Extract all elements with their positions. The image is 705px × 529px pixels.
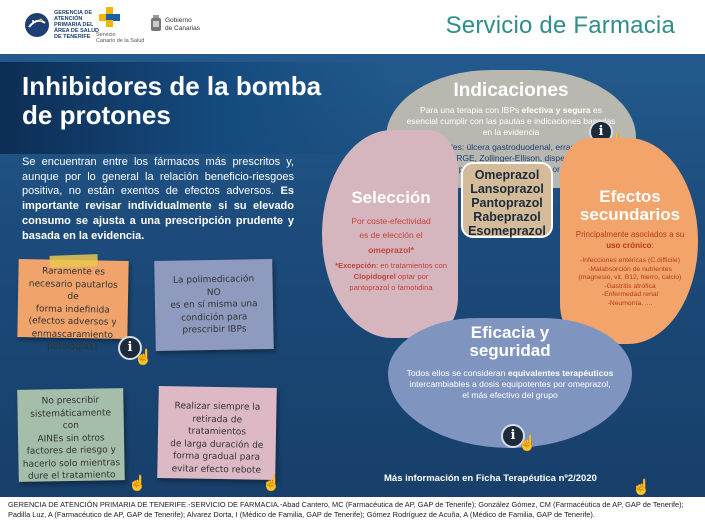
efectos-item: -Malabsorción de nutrientes	[588, 265, 672, 273]
efectos-intro-b: :	[651, 240, 654, 250]
scs-cross-icon	[99, 6, 120, 27]
pointing-hand-icon: ☝	[262, 475, 281, 492]
efectos-item: -Gastritis atrófica	[604, 282, 656, 290]
indicaciones-text-bold: efectiva y segura	[521, 105, 591, 115]
efectos-title-line: secundarios	[579, 205, 681, 224]
logo1-line: ÁREA DE SALUD	[54, 28, 100, 34]
exception-label: *Excepción	[335, 261, 377, 270]
header: GERENCIA DE ATENCIÓN PRIMARIA DEL ÁREA D…	[0, 0, 705, 54]
note-line: (efectos adversos y	[28, 316, 117, 328]
gerencia-logo: GERENCIA DE ATENCIÓN PRIMARIA DEL ÁREA D…	[24, 8, 99, 42]
title-line: Inhibidores de la bomba	[22, 71, 322, 101]
gerencia-emblem-icon	[25, 13, 49, 37]
scs-logo: Servicio Canario de la Salud	[96, 6, 145, 44]
segment-seleccion: Selección Por coste-efectividad es de el…	[322, 130, 458, 338]
drug-name: Esomeprazol	[468, 224, 546, 238]
pointing-hand-icon: ☝	[134, 349, 153, 366]
efectos-item: (magnesio, vit. B12, hierro, calcio)	[578, 274, 682, 282]
eficacia-text: Todos ellos se consideran equivalentes t…	[406, 368, 614, 401]
pointing-hand-icon: ☝	[128, 475, 147, 492]
exception-text-a: : en tratamientos con	[376, 261, 447, 270]
intro-text: Se encuentran entre los fármacos más pre…	[22, 156, 294, 198]
logo1-line: PRIMARIA DEL	[54, 22, 94, 28]
note-line: evitar efecto rebote	[171, 463, 262, 476]
note-line: patologías)	[46, 341, 98, 353]
more-info-link[interactable]: Más información en Ficha Terapéutica nº2…	[384, 473, 597, 484]
efectos-intro: Principalmente asociados a su uso crónic…	[568, 230, 692, 251]
info-icon[interactable]: i	[501, 424, 525, 448]
intro-bold-text: Es importante revisar individualmente si…	[22, 185, 294, 242]
efectos-item: -Infecciones entéricas (C.difficile)	[580, 257, 680, 264]
gobierno-logo: Gobierno de Canarias	[150, 8, 200, 42]
logo3-line: Gobierno	[165, 17, 192, 24]
seleccion-line: Por coste-efectividad	[351, 216, 431, 226]
eficacia-title-line: seguridad	[469, 341, 551, 360]
eficacia-text-b: intercambiables a dosis equipotentes por…	[409, 379, 611, 400]
drug-name: Lansoprazol	[470, 182, 544, 196]
note-line: es en sí misma una	[170, 299, 258, 311]
drug-name: Pantoprazol	[471, 196, 543, 210]
indicaciones-title: Indicaciones	[453, 80, 569, 101]
service-title: Servicio de Farmacia	[445, 12, 675, 39]
note-line: retirada de tratamientos	[187, 414, 247, 438]
note-indefinida: Raramente es necesario pautarlos de form…	[17, 254, 129, 352]
pointing-hand-icon: ☝	[518, 435, 537, 452]
drug-list-box: Omeprazol Lansoprazol Pantoprazol Rabepr…	[461, 162, 553, 238]
eficacia-title-line: Eficacia y	[470, 323, 550, 342]
logo1-line: GERENCIA DE	[54, 10, 92, 16]
efectos-item: -Enfermedad renal	[601, 291, 659, 299]
efectos-intro-a: Principalmente asociados a su	[575, 230, 685, 239]
note-aines: No prescribir sistemáticamente con AINEs…	[17, 388, 125, 482]
seleccion-drug: omeprazol*	[368, 245, 414, 255]
seleccion-line: es de elección el	[359, 230, 423, 240]
title-band	[0, 62, 395, 154]
eficacia-text-bold: equivalentes terapéuticos	[507, 368, 614, 378]
title-line: de protones	[22, 100, 171, 130]
pointing-hand-icon: ☝	[632, 479, 651, 496]
note-line: prescribir IBPs	[182, 324, 247, 336]
efectos-list: -Infecciones entéricas (C.difficile) -Ma…	[568, 257, 692, 309]
note-line: necesario pautarlos de	[28, 278, 118, 303]
note-line: sistemáticamente con	[30, 407, 112, 432]
note-line: enmascaramiento	[31, 328, 114, 341]
segment-eficacia: Eficacia y seguridad Todos ellos se cons…	[388, 318, 632, 448]
segment-efectos: Efectos secundarios Principalmente asoci…	[560, 138, 698, 344]
eficacia-text-a: Todos ellos se consideran	[406, 368, 508, 378]
efectos-intro-bold: uso crónico	[606, 240, 652, 250]
logo1-line: ATENCIÓN	[54, 16, 83, 22]
efectos-title: Efectos secundarios	[568, 188, 692, 224]
exception-drug: Clopidogrel	[353, 272, 396, 281]
efectos-item: -Neumonía, ....	[607, 299, 653, 307]
logo2-line: Servicio	[96, 31, 116, 38]
coat-of-arms-icon	[151, 15, 161, 31]
indicaciones-text-a: Para una terapia con IBPs	[420, 105, 522, 115]
seleccion-title: Selección	[351, 188, 431, 207]
note-polimedicacion: La polimedicación NO es en sí misma una …	[154, 258, 274, 352]
indicaciones-text: Para una terapia con IBPs efectiva y seg…	[404, 105, 618, 139]
note-line: dure el tratamiento	[27, 470, 116, 482]
drug-name: Rabeprazol	[473, 210, 541, 224]
tape-strip	[49, 254, 98, 268]
note-line: Realizar siempre la	[174, 401, 261, 413]
page-title: Inhibidores de la bomba de protones	[22, 72, 352, 130]
intro-paragraph: Se encuentran entre los fármacos más pre…	[22, 155, 294, 243]
drug-name: Omeprazol	[474, 168, 540, 182]
logo1-line: DE TENERIFE	[54, 34, 91, 40]
seleccion-exception: *Excepción: en tratamientos con Clopidog…	[334, 260, 448, 293]
info-icon[interactable]: i	[118, 336, 142, 360]
note-line: forma gradual para	[172, 451, 261, 463]
note-line: La polimedicación	[172, 274, 255, 286]
note-line: factores de riesgo y	[26, 445, 116, 457]
eficacia-title: Eficacia y seguridad	[406, 324, 614, 360]
logo3-line: de Canarias	[165, 25, 201, 32]
indicaciones-text-b: es esencial cumplir con las pautas e ind…	[406, 105, 616, 138]
logo2-line: Canario de la Salud	[96, 37, 145, 44]
efectos-title-line: Efectos	[599, 187, 661, 206]
note-retirada: Realizar siempre la retirada de tratamie…	[157, 385, 277, 481]
credits-footer: GERENCIA DE ATENCIÓN PRIMARIA DE TENERIF…	[8, 500, 684, 519]
exception-text-b: optar por pantoprazol o famotidina	[349, 272, 433, 292]
